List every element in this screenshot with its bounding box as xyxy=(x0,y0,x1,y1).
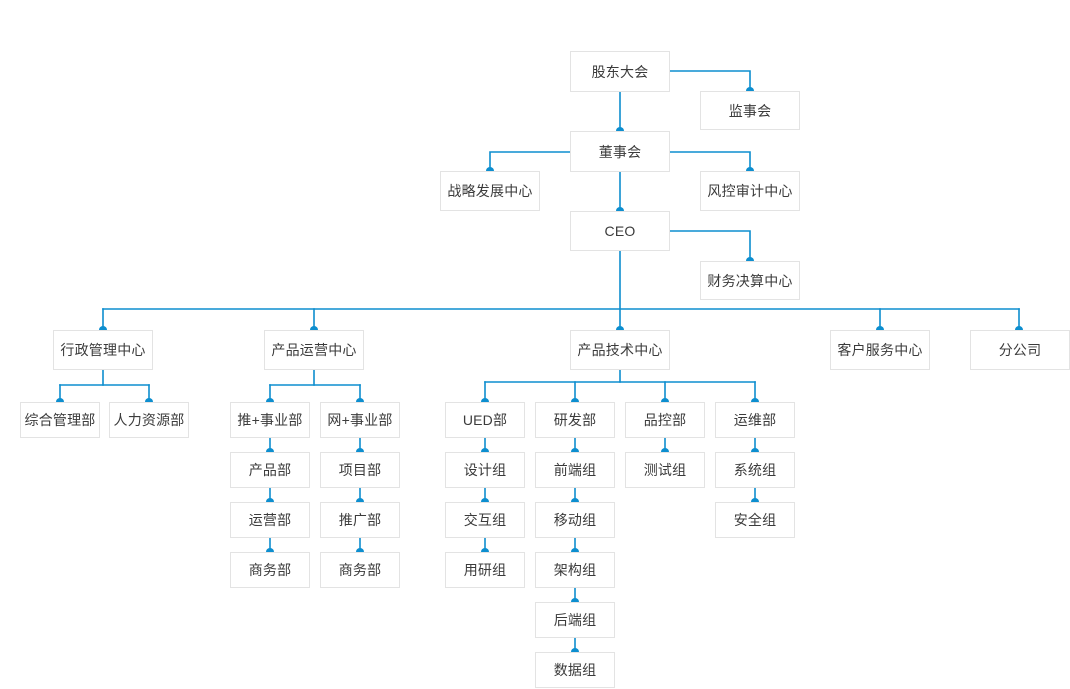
org-node-label: 安全组 xyxy=(733,512,777,528)
org-node-label: 风控审计中心 xyxy=(707,183,793,199)
org-node-label: 架构组 xyxy=(553,562,597,578)
org-node-hr[interactable]: 人力资源部 xyxy=(109,402,189,438)
org-node-architecture-group[interactable]: 架构组 xyxy=(535,552,615,588)
org-node-branch[interactable]: 分公司 xyxy=(970,330,1070,370)
board-to-risk-audit xyxy=(669,151,751,172)
org-node-tui-bu[interactable]: 推+事业部 xyxy=(230,402,310,438)
org-node-admin-center[interactable]: 行政管理中心 xyxy=(53,330,153,370)
org-node-interaction-group[interactable]: 交互组 xyxy=(445,502,525,538)
org-node-label: 移动组 xyxy=(553,512,597,528)
org-node-data-group[interactable]: 数据组 xyxy=(535,652,615,688)
org-node-security-group[interactable]: 安全组 xyxy=(715,502,795,538)
org-node-strategy-center[interactable]: 战略发展中心 xyxy=(440,171,540,211)
org-node-label: 网+事业部 xyxy=(327,412,393,428)
org-node-system-group[interactable]: 系统组 xyxy=(715,452,795,488)
org-node-label: 商务部 xyxy=(248,562,292,578)
board-to-strategy xyxy=(489,151,571,172)
org-node-rd-dept[interactable]: 研发部 xyxy=(535,402,615,438)
org-node-label: 用研组 xyxy=(463,562,507,578)
org-node-operation-dept[interactable]: 运营部 xyxy=(230,502,310,538)
ceo-to-finance xyxy=(669,230,751,262)
org-node-devops-dept[interactable]: 运维部 xyxy=(715,402,795,438)
org-node-product-dept[interactable]: 产品部 xyxy=(230,452,310,488)
org-node-promotion-dept[interactable]: 推广部 xyxy=(320,502,400,538)
org-node-label: 董事会 xyxy=(598,143,642,160)
org-node-label: 客户服务中心 xyxy=(837,342,923,358)
org-node-shareholders[interactable]: 股东大会 xyxy=(570,51,670,92)
org-node-label: 战略发展中心 xyxy=(447,183,533,199)
org-node-label: 监事会 xyxy=(728,102,772,119)
org-node-risk-audit-center[interactable]: 风控审计中心 xyxy=(700,171,800,211)
org-node-label: 系统组 xyxy=(733,462,777,478)
org-node-label: 品控部 xyxy=(643,412,687,428)
org-node-label: 测试组 xyxy=(643,462,687,478)
org-node-test-group[interactable]: 测试组 xyxy=(625,452,705,488)
org-node-label: 研发部 xyxy=(553,412,597,428)
org-node-ceo[interactable]: CEO xyxy=(570,211,670,251)
org-node-label: 前端组 xyxy=(553,462,597,478)
org-node-tech-center[interactable]: 产品技术中心 xyxy=(570,330,670,370)
org-node-service-center[interactable]: 客户服务中心 xyxy=(830,330,930,370)
org-node-label: UED部 xyxy=(462,412,508,428)
org-node-label: 运维部 xyxy=(733,412,777,428)
org-node-label: 数据组 xyxy=(553,662,597,678)
org-node-ued-dept[interactable]: UED部 xyxy=(445,402,525,438)
org-node-label: 交互组 xyxy=(463,512,507,528)
org-node-label: 推+事业部 xyxy=(237,412,303,428)
org-node-label: 行政管理中心 xyxy=(60,342,146,358)
org-node-label: 推广部 xyxy=(338,512,382,528)
org-node-board[interactable]: 董事会 xyxy=(570,131,670,172)
org-node-label: 财务决算中心 xyxy=(707,272,793,289)
org-node-label: 产品部 xyxy=(248,462,292,478)
org-node-finance-center[interactable]: 财务决算中心 xyxy=(700,261,800,300)
org-node-label: 运营部 xyxy=(248,512,292,528)
org-node-mobile-group[interactable]: 移动组 xyxy=(535,502,615,538)
org-node-business-dept-1[interactable]: 商务部 xyxy=(230,552,310,588)
org-node-label: 项目部 xyxy=(338,462,382,478)
org-node-supervisors[interactable]: 监事会 xyxy=(700,91,800,130)
org-node-qa-dept[interactable]: 品控部 xyxy=(625,402,705,438)
org-node-backend-group[interactable]: 后端组 xyxy=(535,602,615,638)
org-node-label: 设计组 xyxy=(463,462,507,478)
org-node-project-dept[interactable]: 项目部 xyxy=(320,452,400,488)
org-node-frontend-group[interactable]: 前端组 xyxy=(535,452,615,488)
org-node-general-admin[interactable]: 综合管理部 xyxy=(20,402,100,438)
shareholders-to-supervisors xyxy=(669,70,751,92)
org-node-label: 综合管理部 xyxy=(24,412,96,428)
org-node-label: 股东大会 xyxy=(591,63,649,80)
org-node-label: 商务部 xyxy=(338,562,382,578)
org-node-label: 后端组 xyxy=(553,612,597,628)
org-node-wang-bu[interactable]: 网+事业部 xyxy=(320,402,400,438)
org-node-business-dept-2[interactable]: 商务部 xyxy=(320,552,400,588)
org-node-research-group[interactable]: 用研组 xyxy=(445,552,525,588)
org-node-design-group[interactable]: 设计组 xyxy=(445,452,525,488)
org-node-label: 产品技术中心 xyxy=(577,342,663,358)
org-node-label: CEO xyxy=(604,223,636,239)
org-node-ops-center[interactable]: 产品运营中心 xyxy=(264,330,364,370)
org-node-label: 产品运营中心 xyxy=(271,342,357,358)
org-node-label: 人力资源部 xyxy=(113,412,185,428)
org-node-label: 分公司 xyxy=(998,342,1042,358)
